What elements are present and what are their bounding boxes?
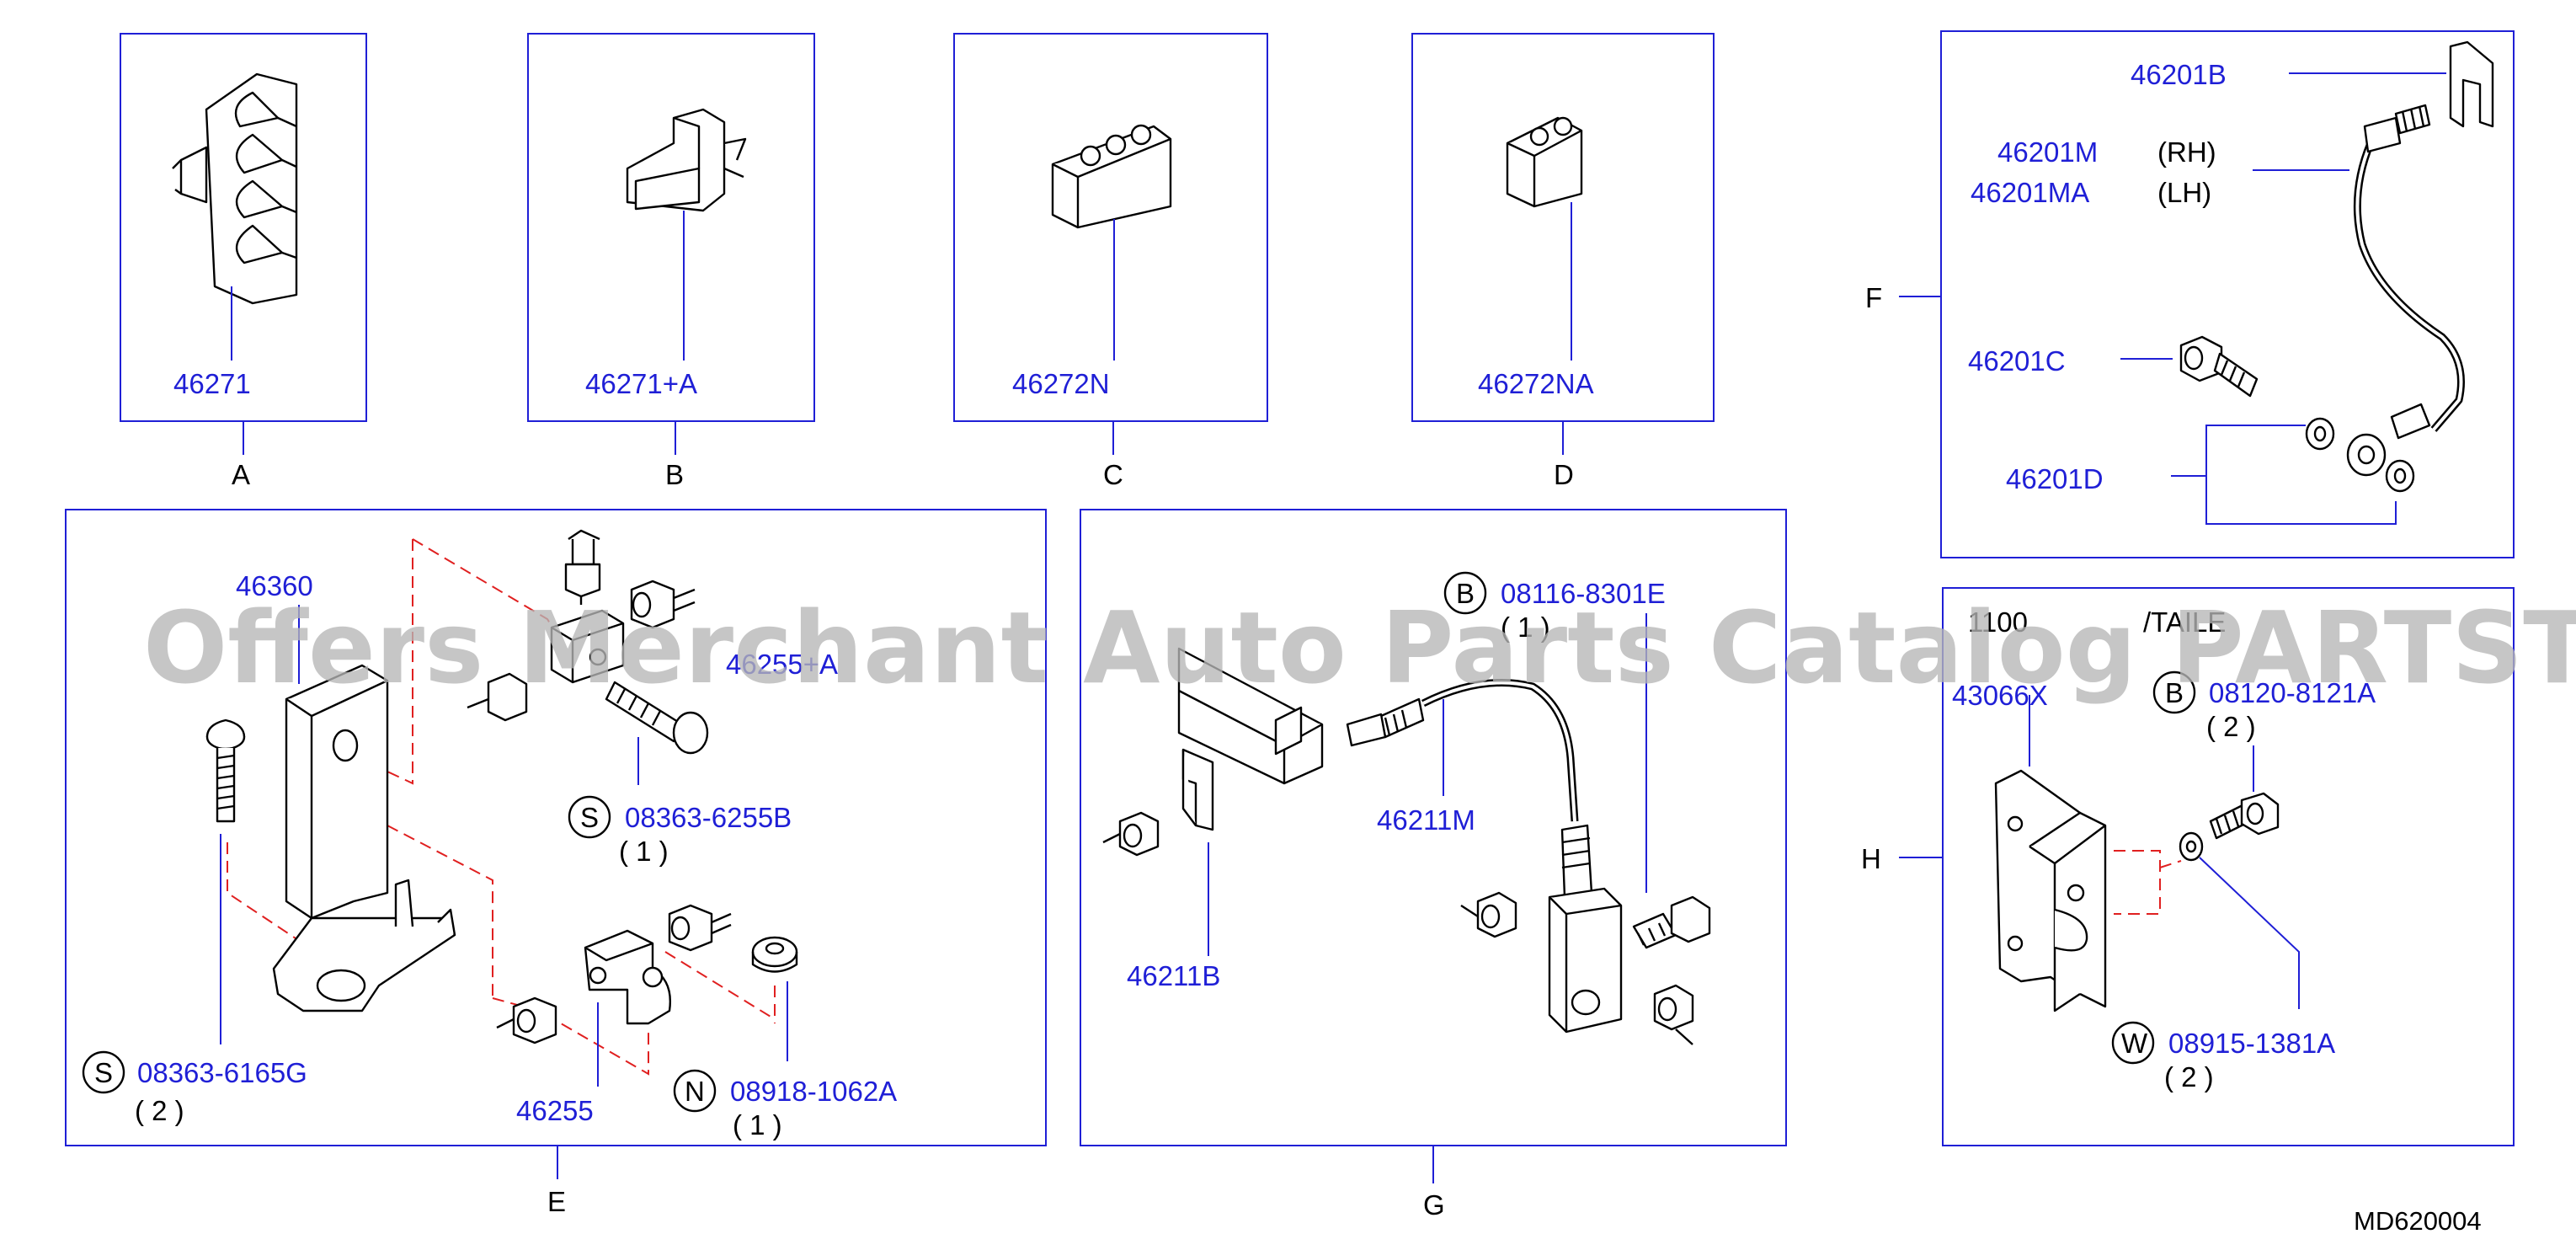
marker-n-08918 — [673, 1069, 717, 1113]
part-label-46211b[interactable]: 46211B — [1127, 960, 1220, 991]
part-label-46272n[interactable]: 46272N — [1012, 368, 1110, 399]
frame-rail-drawing — [1177, 647, 1324, 785]
clip-46211b-drawing — [1181, 748, 1214, 831]
part-label-08120-8121a[interactable]: 08120-8121A — [2209, 677, 2376, 708]
part-label-08918-1062a[interactable]: 08918-1062A — [730, 1076, 897, 1107]
qty-08116-8301e: ( 1 ) — [1501, 612, 1550, 643]
tube-46201m-drawing — [2353, 104, 2465, 440]
marker-b-8301e-letter: B — [1456, 578, 1475, 609]
marker-n-08918-letter: N — [685, 1076, 705, 1107]
panel-f: 46201B 46201M (RH) 46201MA (LH) 46201C — [1865, 30, 2515, 558]
part-label-46255a-partial[interactable]: 46255+A — [726, 649, 838, 680]
part-label-08363-6165g[interactable]: 08363-6165G — [137, 1057, 307, 1088]
nut-left-drawing — [467, 672, 528, 722]
part-label-46201c[interactable]: 46201C — [1968, 345, 2066, 377]
section-label-c: C — [1103, 459, 1123, 490]
section-label-a: A — [232, 459, 250, 490]
section-label-g: G — [1423, 1189, 1445, 1221]
bracket-46360-drawing — [272, 664, 456, 1012]
part-label-46201d[interactable]: 46201D — [2006, 463, 2104, 494]
part-label-46271[interactable]: 46271 — [173, 368, 251, 399]
bolt-08363-6165g-drawing — [205, 718, 246, 823]
qty-08363-6255b: ( 1 ) — [619, 836, 669, 867]
section-label-b: B — [665, 459, 684, 490]
side-label-rh: (RH) — [2157, 136, 2216, 168]
diagram-code: MD620004 — [2354, 1206, 2482, 1236]
bracket-43066x-drawing — [1994, 769, 2107, 1012]
clip-46201b-drawing — [2449, 40, 2494, 128]
qty-08120-8121a: ( 2 ) — [2206, 711, 2256, 742]
stud-drawing — [564, 529, 601, 605]
clip-46271-drawing — [172, 72, 298, 305]
bolt-g-a-drawing — [1632, 895, 1711, 949]
part-label-43066x[interactable]: 43066X — [1952, 680, 2048, 711]
section-label-f: F — [1865, 282, 1882, 313]
marker-b-8301e — [1443, 571, 1487, 615]
nut-lower-a-drawing — [668, 904, 732, 952]
marker-s-6165g — [82, 1050, 125, 1094]
header-partial-right: /TAILE — [2143, 606, 2226, 638]
marker-w-1381a-letter: W — [2121, 1028, 2148, 1059]
section-label-d: D — [1554, 459, 1574, 490]
nut-g-low-drawing — [1653, 984, 1694, 1045]
marker-b-8121a — [2152, 670, 2196, 714]
marker-b-8121a-letter: B — [2165, 677, 2184, 708]
watermark-text: Offers Merchant Auto Parts Catalog PARTS… — [143, 590, 2576, 706]
part-label-46201ma[interactable]: 46201MA — [1971, 177, 2089, 208]
part-label-08116-8301e[interactable]: 08116-8301E — [1501, 578, 1666, 609]
block-46255a-drawing — [550, 609, 625, 684]
part-label-46360[interactable]: 46360 — [236, 570, 313, 601]
header-partial-left: 1100 — [1968, 606, 2028, 638]
clip-46272n-drawing — [1051, 124, 1172, 229]
part-label-46271a[interactable]: 46271+A — [585, 368, 697, 399]
washer-08918-drawing — [751, 936, 798, 973]
marker-s-6255b-letter: S — [580, 802, 599, 833]
section-label-h: H — [1861, 843, 1881, 874]
washers-46201d-drawing — [2305, 417, 2415, 493]
bolt-46201c-drawing — [2179, 335, 2259, 398]
bolt-08120-8121a-drawing — [2209, 792, 2280, 840]
part-label-46201b[interactable]: 46201B — [2131, 59, 2227, 90]
clamp-46255-drawing — [584, 929, 671, 1025]
part-label-46272na[interactable]: 46272NA — [1478, 368, 1594, 399]
marker-s-6165g-letter: S — [94, 1057, 113, 1088]
panel-g: 46211B 46211M — [1080, 509, 1787, 1221]
part-label-46255[interactable]: 46255 — [516, 1095, 594, 1126]
part-label-08915-1381a[interactable]: 08915-1381A — [2168, 1028, 2335, 1059]
section-label-e: E — [547, 1186, 566, 1217]
panel-c: 46272N C — [953, 33, 1268, 490]
panel-b: 46271+A B — [527, 33, 815, 490]
qty-08918-1062a: ( 1 ) — [733, 1109, 782, 1140]
qty-08915-1381a: ( 2 ) — [2164, 1061, 2214, 1092]
panel-e: 46360 S 08363-6165G ( 2 ) — [65, 509, 1047, 1217]
clip-46272na-drawing — [1506, 116, 1583, 208]
qty-08363-6165g: ( 2 ) — [135, 1095, 184, 1126]
marker-s-6255b — [568, 795, 611, 839]
part-label-46211m[interactable]: 46211M — [1377, 804, 1475, 836]
panel-d: 46272NA D — [1411, 33, 1715, 490]
nut-lower-b-drawing — [496, 996, 557, 1044]
marker-w-1381a — [2111, 1021, 2155, 1065]
side-label-lh: (LH) — [2157, 177, 2211, 208]
part-label-08363-6255b[interactable]: 08363-6255B — [625, 802, 792, 833]
washer-08915-1381a-drawing — [2179, 831, 2204, 862]
part-label-46201m[interactable]: 46201M — [1997, 136, 2098, 168]
clip-46271a-drawing — [626, 108, 747, 212]
panel-h: 1100 /TAILE 43066X B 08120-8121A — [1861, 587, 2515, 1146]
bolt-08363-6255b-drawing — [605, 681, 709, 755]
nut-g-mid-drawing — [1460, 891, 1517, 938]
nut-g-left-drawing — [1102, 811, 1160, 857]
hose-46211m-drawing — [1346, 679, 1623, 1034]
nut-upper-drawing — [630, 580, 696, 629]
panel-a: 46271 A — [120, 33, 367, 490]
